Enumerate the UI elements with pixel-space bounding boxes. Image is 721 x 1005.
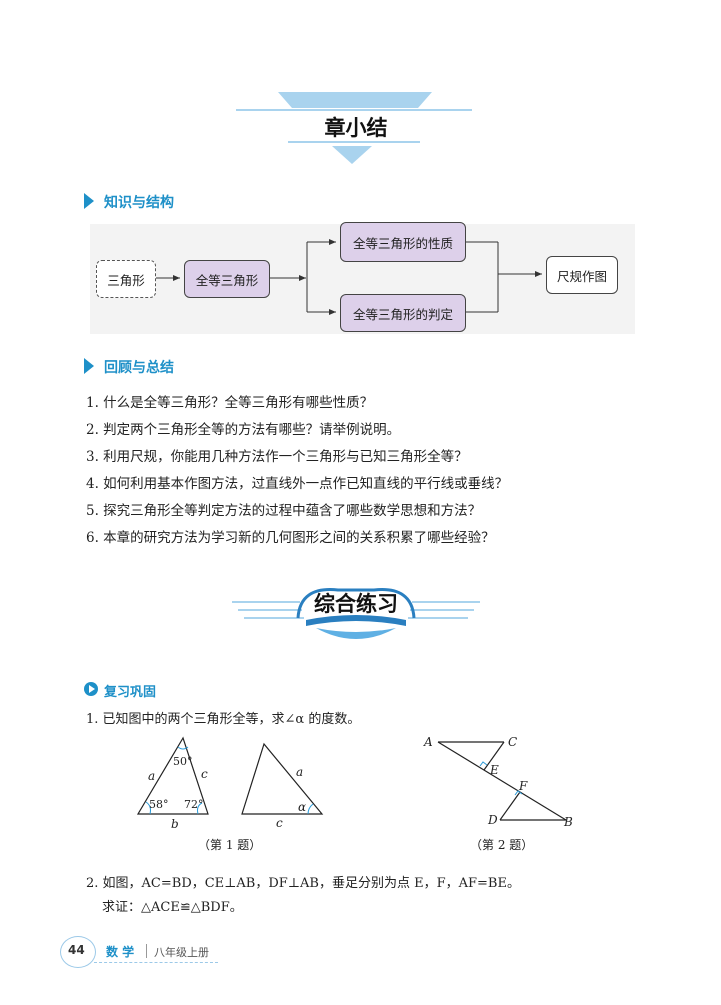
fig1b-label-a: a <box>296 765 303 779</box>
review-question: 3. 利用尺规，你能用几种方法作一个三角形与已知三角形全等？ <box>86 449 468 465</box>
diagram-connectors <box>155 239 542 315</box>
fig1-angle-top: 50° <box>173 755 193 768</box>
node-congruent-judgement: 全等三角形的判定 <box>340 294 466 332</box>
fig1-angle-right: 72° <box>184 798 204 811</box>
review-question: 1. 什么是全等三角形？全等三角形有哪些性质？ <box>86 395 374 411</box>
fig2-point-B: B <box>563 815 573 829</box>
banner-graphic <box>236 92 472 164</box>
consolidate-title: 复习巩固 <box>104 685 157 700</box>
fig2-point-C: C <box>508 735 517 749</box>
fig2-point-A: A <box>423 735 433 749</box>
exercises-banner-graphic <box>232 588 480 639</box>
fig2-point-F: F <box>518 779 528 793</box>
question-1-text: 1. 已知图中的两个三角形全等，求∠α 的度数。 <box>86 712 361 727</box>
footer-grade: 八年级上册 <box>154 946 209 959</box>
fig2-point-E: E <box>489 763 499 777</box>
fig1-label-c: c <box>201 767 208 781</box>
section-marker-icon <box>84 193 94 209</box>
node-triangle: 三角形 <box>96 260 156 298</box>
footer-subject: 数 学 <box>106 945 135 959</box>
figure-1: a c b 50° 58° 72° a c α <box>136 736 324 831</box>
review-question: 2. 判定两个三角形全等的方法有哪些？请举例说明。 <box>86 422 401 438</box>
fig1-label-b: b <box>171 817 179 831</box>
fig1b-label-alpha: α <box>298 800 306 814</box>
chapter-summary-banner <box>236 90 476 170</box>
play-circle-icon <box>84 682 98 696</box>
review-question: 4. 如何利用基本作图方法，过直线外一点作已知直线的平行线或垂线？ <box>86 476 509 492</box>
node-congruent-property: 全等三角形的性质 <box>340 222 466 262</box>
node-ruler-compass: 尺规作图 <box>546 256 618 294</box>
footer-rule <box>94 962 218 963</box>
fig1-angle-left: 58° <box>149 798 169 811</box>
fig1b-label-c: c <box>276 816 283 830</box>
page-number: 44 <box>68 943 85 957</box>
section-review-title: 回顾与总结 <box>104 360 174 376</box>
footer-divider <box>146 944 147 958</box>
fig1-label-a: a <box>148 769 155 783</box>
section-marker-icon <box>84 358 94 374</box>
fig1-caption: （第 1 题） <box>198 838 262 852</box>
chapter-summary-title: 章小结 <box>324 116 388 140</box>
node-congruent-triangle: 全等三角形 <box>184 260 270 298</box>
page-number-badge <box>60 936 96 968</box>
question-2-line-2: 求证：△ACE≌△BDF。 <box>102 900 243 915</box>
figure-2: A C E F D B <box>423 735 573 829</box>
review-question: 5. 探究三角形全等判定方法的过程中蕴含了哪些数学思想和方法？ <box>86 503 482 519</box>
fig2-point-D: D <box>487 813 498 827</box>
section-knowledge-title: 知识与结构 <box>104 195 174 211</box>
exercises-title: 综合练习 <box>314 592 398 616</box>
review-question: 6. 本章的研究方法为学习新的几何图形之间的关系积累了哪些经验？ <box>86 530 495 546</box>
question-2-line-1: 2. 如图，AC=BD，CE⊥AB，DF⊥AB，垂足分别为点 E，F，AF=BE… <box>86 876 520 891</box>
fig2-caption: （第 2 题） <box>470 838 534 852</box>
